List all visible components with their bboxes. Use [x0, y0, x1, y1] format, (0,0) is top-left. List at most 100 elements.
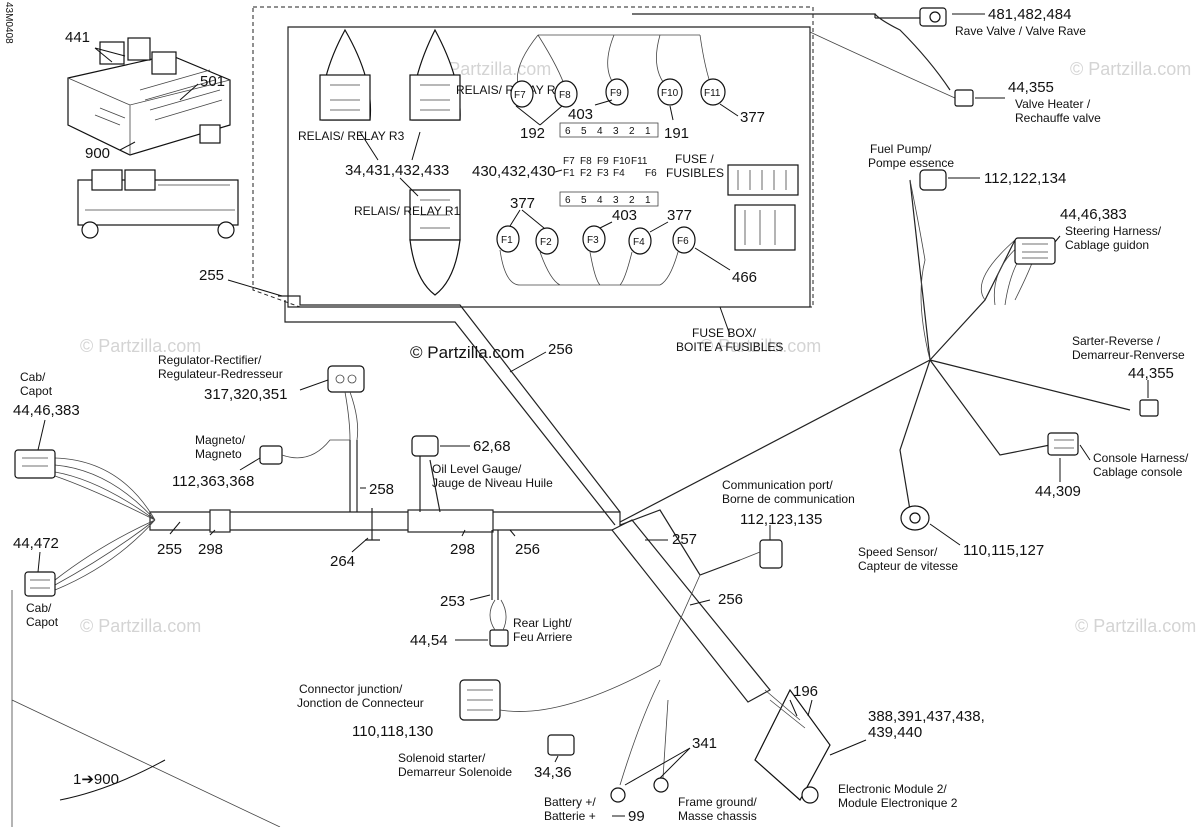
- ecm-label-2: Module Electronique 2: [838, 796, 958, 810]
- relay-r1-label: RELAIS/ RELAY R1: [354, 204, 461, 218]
- steering-harness-connector-icon: [1014, 237, 1056, 265]
- fuse-f8: F8: [559, 90, 571, 101]
- steering-harness-parts: 44,46,383: [1060, 206, 1127, 223]
- junction-parts: 110,118,130: [352, 723, 433, 740]
- watermark-center: © Partzilla.com: [410, 343, 525, 362]
- label-257: 257: [672, 531, 697, 548]
- fuse-label-line2: FUSIBLES: [666, 166, 724, 180]
- steering-harness-label-1: Steering Harness/: [1065, 224, 1162, 238]
- solenoid-label-2: Demarreur Solenoide: [398, 765, 512, 779]
- battery-label-1: Battery +/: [544, 795, 596, 809]
- magneto-label-2: Magneto: [195, 447, 242, 461]
- label-377-bottom-right: 377: [667, 207, 692, 224]
- watermark: © Partzilla.com: [430, 59, 551, 79]
- label-255-left: 255: [157, 541, 182, 558]
- rave-valve-icon: [919, 7, 947, 27]
- console-harness-connector-icon: [1047, 432, 1079, 456]
- fuse-strip: 6 5 4 3 2 1 F7 F8 F9 F10 F11 F1 F2 F3 F4…: [559, 122, 659, 207]
- label-253: 253: [440, 593, 465, 610]
- fuel-pump-label-1: Fuel Pump/: [870, 142, 932, 156]
- label-255-top: 255: [199, 267, 224, 284]
- speed-sensor-parts: 110,115,127: [963, 542, 1044, 559]
- main-harness: [149, 295, 931, 703]
- cab-connector-bottom-icon: [24, 571, 56, 597]
- battery-label-2: Batterie +: [544, 809, 596, 823]
- starter-reverse-parts: 44,355: [1128, 365, 1174, 382]
- valve-heater-label-1: Valve Heater /: [1015, 97, 1091, 111]
- label-196: 196: [793, 683, 818, 700]
- speed-sensor-label-1: Speed Sensor/: [858, 545, 938, 559]
- fuse-f2: F2: [540, 237, 552, 248]
- label-377-top: 377: [740, 109, 765, 126]
- svg-text:1: 1: [645, 195, 651, 206]
- oil-gauge-label-1: Oil Level Gauge/: [432, 462, 522, 476]
- frame-ground-label-1: Frame ground/: [678, 795, 757, 809]
- svg-text:5: 5: [581, 195, 587, 206]
- cab-bottom-label-1: Cab/: [26, 601, 52, 615]
- svg-text:F11: F11: [631, 156, 648, 167]
- valve-heater-connector-icon: [954, 89, 974, 107]
- fuse-box-title-line1: FUSE BOX/: [692, 326, 757, 340]
- label-900: 900: [85, 145, 110, 162]
- rave-valve-parts: 481,482,484: [988, 6, 1071, 23]
- starter-reverse-label-2: Demarreur-Renverse: [1072, 348, 1185, 362]
- label-466: 466: [732, 269, 757, 286]
- cab-top-label-2: Capot: [20, 384, 53, 398]
- rear-light-connector-icon: [489, 599, 509, 647]
- speed-sensor-label-2: Capteur de vitesse: [858, 559, 958, 573]
- watermark: © Partzilla.com: [1075, 616, 1196, 636]
- svg-text:F2: F2: [580, 168, 592, 179]
- rear-light-parts: 44,54: [410, 632, 448, 649]
- right-branches: [899, 179, 1131, 511]
- relay-r3-icon: [319, 28, 372, 121]
- regulator-label-2: Regulateur-Redresseur: [158, 367, 283, 381]
- magneto-connector-icon: [259, 439, 350, 465]
- steering-harness-label-2: Cablage guidon: [1065, 238, 1149, 252]
- regulator-rectifier-connector-icon: [327, 365, 365, 441]
- svg-text:F10: F10: [613, 156, 631, 167]
- rear-light-label-2: Feu Arriere: [513, 630, 573, 644]
- svg-text:F8: F8: [580, 156, 592, 167]
- console-harness-label-1: Console Harness/: [1093, 451, 1189, 465]
- cab-top-label-1: Cab/: [20, 370, 46, 384]
- fuse-f6: F6: [677, 236, 689, 247]
- starter-reverse-connector-icon: [1139, 399, 1159, 417]
- oil-gauge-parts: 62,68: [473, 438, 511, 455]
- cab-top-parts: 44,46,383: [13, 402, 80, 419]
- svg-text:6: 6: [565, 126, 571, 137]
- fuse-f7: F7: [514, 90, 526, 101]
- rave-valve-label: Rave Valve / Valve Rave: [955, 24, 1086, 38]
- solenoid-parts: 34,36: [534, 764, 572, 781]
- fuse-f1: F1: [501, 235, 513, 246]
- fuse-f10: F10: [661, 88, 679, 99]
- fuel-pump-connector-icon: [919, 169, 947, 191]
- watermark: © Partzilla.com: [80, 336, 201, 356]
- solenoid-starter-icon: [547, 734, 575, 756]
- watermark: © Partzilla.com: [80, 616, 201, 636]
- doc-code: 43M0408: [3, 2, 14, 44]
- svg-text:3: 3: [613, 195, 619, 206]
- svg-text:2: 2: [629, 126, 635, 137]
- label-258: 258: [369, 481, 394, 498]
- electronic-module-icon: [754, 688, 831, 804]
- comm-port-label-1: Communication port/: [722, 478, 833, 492]
- fuse-f3: F3: [587, 235, 599, 246]
- valve-heater-label-2: Rechauffe valve: [1015, 111, 1101, 125]
- valve-heater-parts: 44,355: [1008, 79, 1054, 96]
- svg-text:4: 4: [597, 195, 603, 206]
- cab-bottom-parts: 44,472: [13, 535, 59, 552]
- relay-r3-label: RELAIS/ RELAY R3: [298, 129, 405, 143]
- label-99: 99: [628, 808, 645, 825]
- label-298-left: 298: [198, 541, 223, 558]
- rear-light-label-1: Rear Light/: [513, 616, 572, 630]
- label-192: 192: [520, 125, 545, 142]
- ecm-parts-2: 439,440: [868, 724, 922, 741]
- watermark: © Partzilla.com: [1070, 59, 1191, 79]
- svg-text:1: 1: [645, 126, 651, 137]
- label-441: 441: [65, 29, 90, 46]
- label-256-mid: 256: [515, 541, 540, 558]
- connector-junction-icon: [459, 574, 701, 721]
- svg-text:F9: F9: [597, 156, 609, 167]
- communication-port-connector-icon: [739, 539, 783, 569]
